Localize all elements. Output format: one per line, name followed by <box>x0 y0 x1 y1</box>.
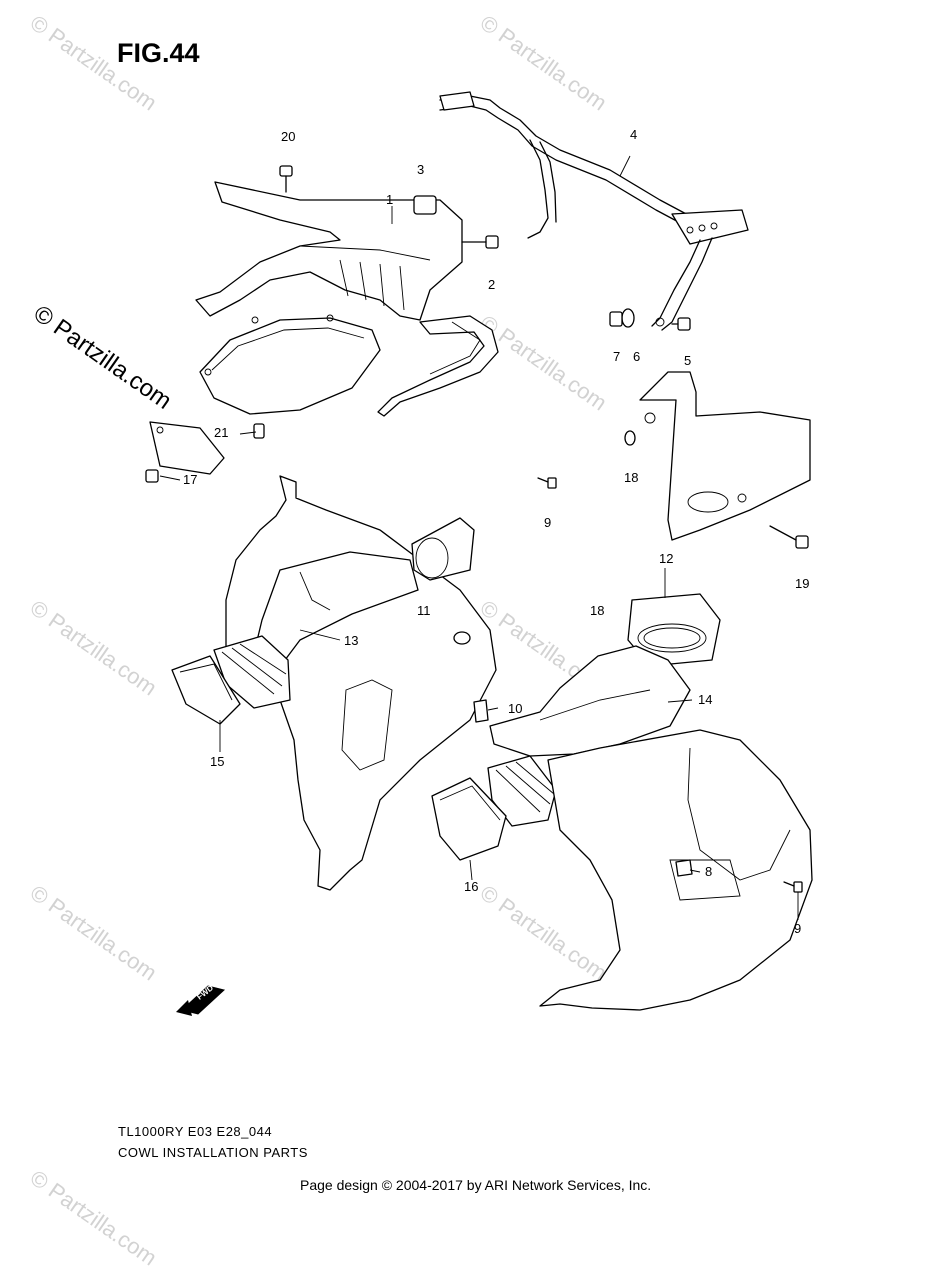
stay-part-2 <box>377 315 499 417</box>
callout-9b[interactable]: 9 <box>794 921 802 936</box>
callout-12[interactable]: 12 <box>659 551 674 566</box>
model-caption: TL1000RY E03 E28_044 <box>118 1124 273 1139</box>
screw-part-9 <box>537 477 557 489</box>
lens-part-16 <box>431 777 507 861</box>
parts-diagram: © Partzilla.com © Partzilla.com © Partzi… <box>26 10 813 1271</box>
duct-part-12 <box>627 593 721 667</box>
callout-3[interactable]: 3 <box>417 162 425 177</box>
bracket-part-1 <box>195 181 463 321</box>
fwd-arrow-badge <box>176 985 226 1016</box>
screw-part-20 <box>279 165 293 193</box>
callout-18[interactable]: 18 <box>624 470 639 485</box>
lower-cowl <box>539 729 813 1011</box>
callout-5[interactable]: 5 <box>684 353 692 368</box>
stay-bar-part-4 <box>439 91 749 331</box>
callout-21[interactable]: 21 <box>214 425 229 440</box>
callout-19[interactable]: 19 <box>795 576 810 591</box>
grille-right <box>487 755 557 827</box>
page-footer: Page design © 2004-2017 by ARI Network S… <box>300 1177 652 1193</box>
callout-4[interactable]: 4 <box>630 127 638 142</box>
nut-part-7 <box>609 311 623 327</box>
callout-13[interactable]: 13 <box>344 633 359 648</box>
callout-7[interactable]: 7 <box>613 349 621 364</box>
diagram-drawing <box>145 91 813 1016</box>
lens-part-15 <box>171 655 241 725</box>
duct-ring-part-11 <box>411 517 475 645</box>
cover-part <box>199 314 381 415</box>
leader-lines <box>159 155 799 920</box>
callout-2[interactable]: 2 <box>488 277 496 292</box>
callout-17[interactable]: 17 <box>183 472 198 487</box>
figure-title: FIG.44 <box>117 38 200 68</box>
callout-6[interactable]: 6 <box>633 349 641 364</box>
bolt-part-5 <box>671 317 691 331</box>
clip-part-8 <box>675 859 693 877</box>
washer-part-18 <box>624 430 636 446</box>
grommet-part-21 <box>253 423 265 439</box>
callout-11[interactable]: 11 <box>417 603 431 618</box>
clip-part-10 <box>473 699 489 723</box>
callout-14[interactable]: 14 <box>698 692 713 707</box>
callout-18b[interactable]: 18 <box>590 603 605 618</box>
callout-1[interactable]: 1 <box>386 192 394 207</box>
bracket-part-17 <box>145 421 225 483</box>
callout-15[interactable]: 15 <box>210 754 225 769</box>
callout-10[interactable]: 10 <box>508 701 523 716</box>
callout-9[interactable]: 9 <box>544 515 552 530</box>
washer-part-6 <box>621 308 635 328</box>
bolt-part-3 <box>461 235 499 249</box>
inner-panel-right <box>639 371 811 541</box>
section-caption: COWL INSTALLATION PARTS <box>118 1145 308 1160</box>
callout-8[interactable]: 8 <box>705 864 713 879</box>
callout-16[interactable]: 16 <box>464 879 479 894</box>
callout-20[interactable]: 20 <box>281 129 296 144</box>
bolt-part-19 <box>769 525 809 549</box>
